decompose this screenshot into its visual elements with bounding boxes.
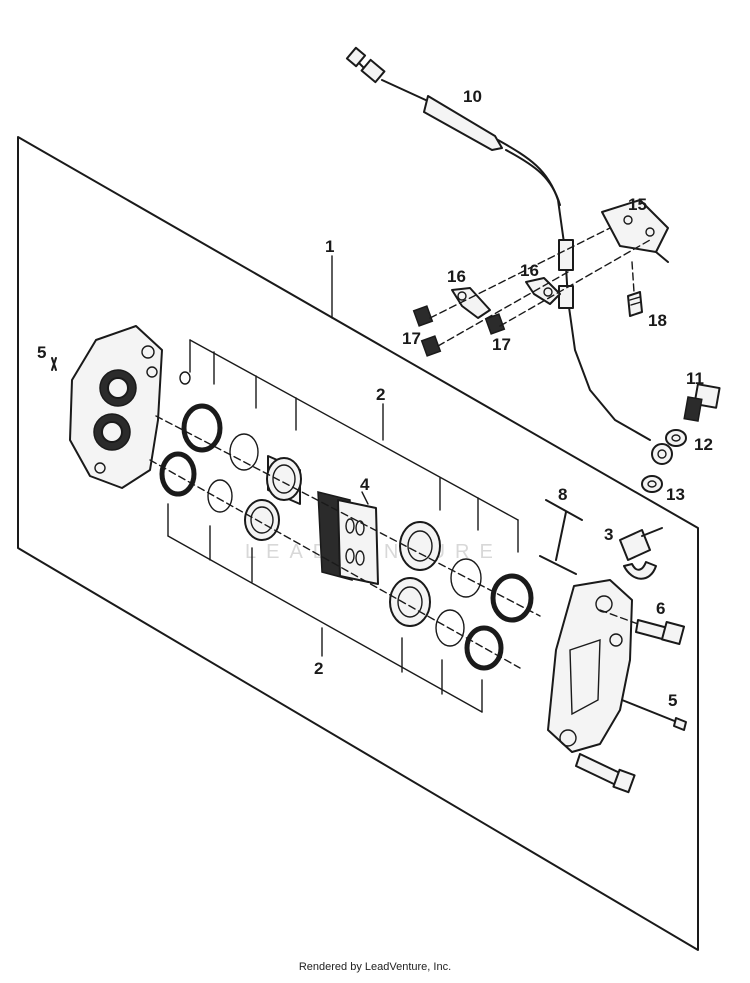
callout-12: 12 bbox=[694, 435, 713, 454]
piston-seal-upper-left bbox=[181, 403, 223, 453]
callout-4: 4 bbox=[360, 475, 370, 494]
callout-17-left: 17 bbox=[402, 329, 421, 348]
piston-upper-left bbox=[266, 455, 302, 505]
callout-15: 15 bbox=[628, 195, 647, 214]
callout-2-upper: 2 bbox=[376, 385, 385, 404]
callout-5-right: 5 bbox=[668, 691, 677, 710]
bleeder-valve bbox=[619, 527, 663, 580]
callout-10: 10 bbox=[463, 87, 482, 106]
hose-clamp-left bbox=[451, 287, 491, 319]
hose-bracket bbox=[601, 199, 669, 263]
caliper-bolt-lower bbox=[575, 753, 636, 794]
brake-hose bbox=[345, 46, 673, 465]
callout-18: 18 bbox=[648, 311, 667, 330]
dust-seal-upper-left bbox=[229, 433, 259, 471]
piston-seal-lower-right bbox=[464, 625, 504, 671]
hose-clamp-right bbox=[525, 277, 561, 305]
callout-3: 3 bbox=[604, 525, 613, 544]
caliper-half-right bbox=[547, 579, 633, 753]
caliper-half-left bbox=[69, 325, 163, 489]
banjo-bolt bbox=[683, 383, 721, 422]
bracket-bolt bbox=[627, 291, 643, 317]
callout-13: 13 bbox=[666, 485, 685, 504]
footer-credit: Rendered by LeadVenture, Inc. bbox=[298, 961, 452, 973]
clamp-bolt-a bbox=[412, 305, 434, 327]
callout-11: 11 bbox=[686, 369, 704, 388]
callout-6: 6 bbox=[656, 599, 665, 618]
sealing-washer-lower bbox=[641, 475, 663, 493]
dust-seal-upper-right bbox=[450, 558, 482, 598]
assembly-frame bbox=[17, 136, 699, 951]
callout-8: 8 bbox=[558, 485, 567, 504]
callout-16-left: 16 bbox=[447, 267, 466, 286]
pad-spring bbox=[539, 499, 583, 575]
brake-pad-front bbox=[337, 499, 379, 585]
clamp-bolt-c bbox=[484, 313, 506, 335]
callout-1: 1 bbox=[325, 237, 334, 256]
piston-seal-upper-right bbox=[490, 573, 534, 623]
callout-5-left: 5 bbox=[37, 343, 46, 362]
callout-17-right: 17 bbox=[492, 335, 511, 354]
caliper-bolt-upper bbox=[635, 619, 686, 646]
piston-lower-right bbox=[389, 577, 431, 627]
small-o-ring bbox=[179, 371, 191, 385]
piston-lower-left bbox=[244, 499, 280, 541]
dust-seal-lower-left bbox=[207, 479, 233, 513]
clamp-bolt-b bbox=[420, 335, 442, 357]
pad-pin bbox=[621, 699, 687, 731]
dust-seal-lower-right bbox=[435, 609, 465, 647]
piston-seal-lower-left bbox=[159, 451, 197, 497]
callout-2-lower: 2 bbox=[314, 659, 323, 678]
sealing-washer-upper bbox=[665, 429, 687, 447]
bleeder-screw-left bbox=[51, 357, 57, 371]
callout-16-right: 16 bbox=[520, 261, 539, 280]
